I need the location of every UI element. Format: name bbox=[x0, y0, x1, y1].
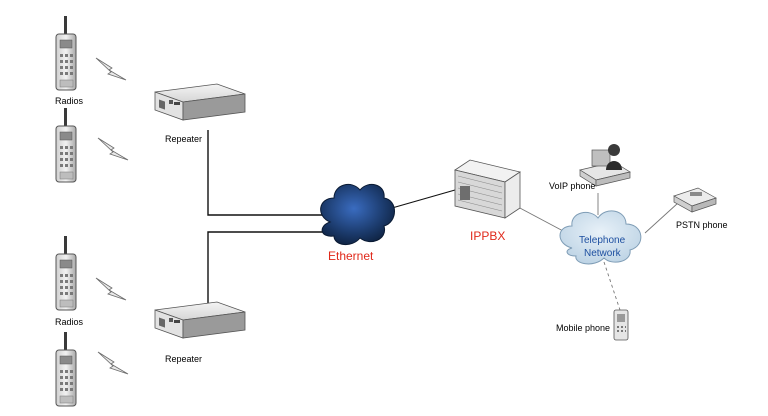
radio-icon bbox=[55, 15, 77, 91]
repeater-icon bbox=[154, 301, 246, 339]
server-icon bbox=[454, 159, 521, 219]
voip-phone-label: VoIP phone bbox=[549, 181, 595, 191]
ippbx-label: IPPBX bbox=[470, 229, 505, 243]
ethernet-cloud-icon bbox=[320, 183, 395, 245]
repeater-bottom-label: Repeater bbox=[165, 354, 202, 364]
voip-phone-icon bbox=[579, 144, 631, 187]
mobile-phone-icon bbox=[613, 309, 629, 341]
lightning-icon bbox=[97, 351, 129, 375]
radios-bottom-label: Radios bbox=[55, 317, 84, 327]
telephone-lines bbox=[517, 193, 679, 311]
pstn-phone-label: PSTN phone bbox=[676, 220, 728, 230]
radio-icon bbox=[55, 331, 77, 407]
ethernet-label: Ethernet bbox=[328, 249, 374, 263]
radios-top-label: Radios bbox=[55, 96, 84, 106]
repeater-icon bbox=[154, 83, 246, 121]
telephone-network-label-line2: Network bbox=[584, 248, 622, 259]
mobile-phone-label: Mobile phone bbox=[556, 323, 610, 333]
lightning-icon bbox=[95, 57, 127, 81]
telephone-network-label-line1: Telephone bbox=[579, 235, 626, 246]
lightning-icon bbox=[95, 277, 127, 301]
pstn-phone-icon bbox=[673, 187, 717, 213]
radio-icon bbox=[55, 107, 77, 183]
repeater-top-label: Repeater bbox=[165, 134, 202, 144]
telephone-cloud-icon bbox=[559, 210, 642, 265]
connection-lines bbox=[207, 130, 456, 310]
radio-icon bbox=[55, 235, 77, 311]
lightning-icon bbox=[97, 137, 129, 161]
